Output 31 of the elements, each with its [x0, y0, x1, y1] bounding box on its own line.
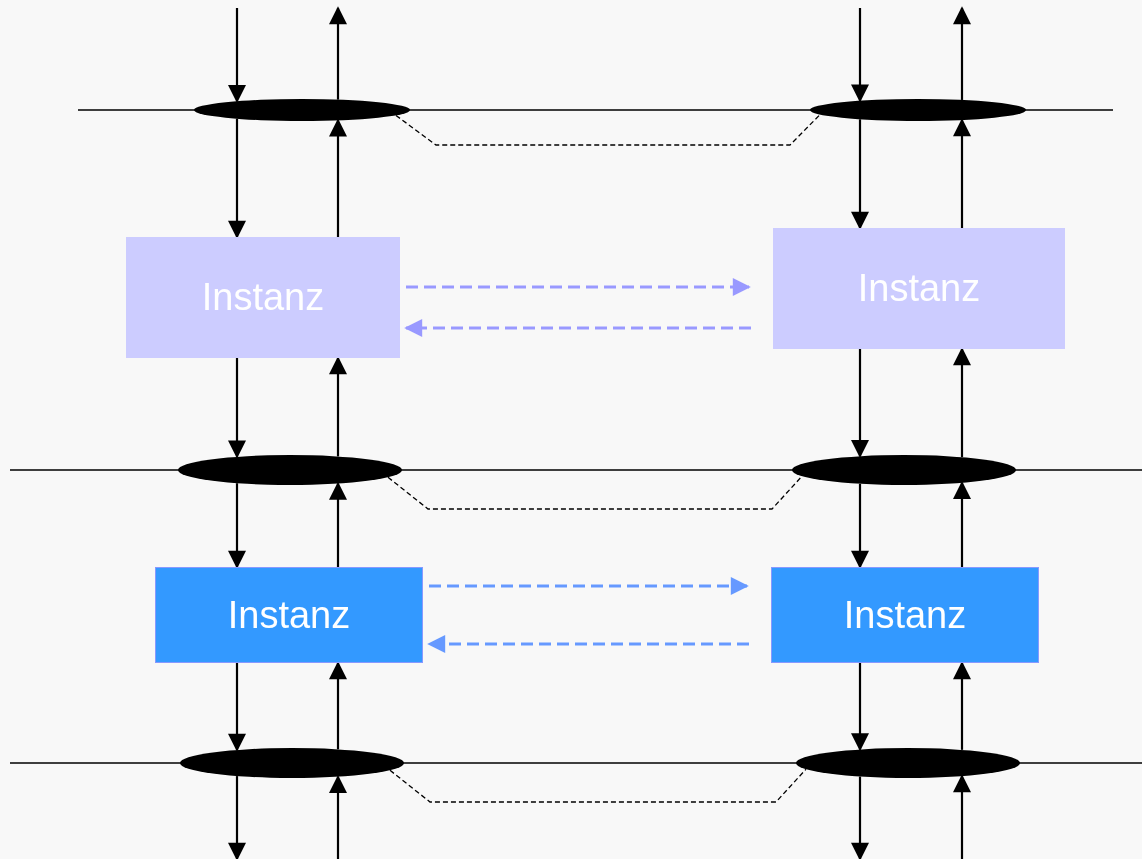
- instance-box: [771, 567, 1039, 663]
- arrow: [851, 349, 869, 458]
- instance-box: [126, 237, 400, 358]
- arrow: [228, 118, 246, 239]
- arrow: [851, 483, 869, 569]
- box-label: Instanz: [227, 593, 351, 637]
- arrow: [329, 356, 347, 457]
- arrow: [329, 661, 347, 750]
- arrow: [953, 347, 971, 458]
- arrow: [851, 776, 869, 859]
- arrow: [228, 663, 246, 752]
- box-label: Instanz: [843, 593, 967, 637]
- arrow: [851, 119, 869, 230]
- arrow: [429, 577, 749, 595]
- arrow: [329, 6, 347, 100]
- arrow: [228, 776, 246, 859]
- connector-line: [389, 768, 807, 803]
- connector-line: [387, 475, 803, 510]
- arrow: [228, 8, 246, 103]
- arrow: [953, 118, 971, 228]
- arrow: [404, 319, 751, 337]
- arrow: [228, 483, 246, 569]
- arrow: [953, 6, 971, 100]
- instance-box: [773, 228, 1065, 349]
- arrow: [953, 481, 971, 567]
- arrow: [427, 635, 749, 653]
- instance-box: [155, 567, 423, 663]
- arrow: [953, 661, 971, 750]
- arrow: [329, 118, 347, 237]
- arrow: [406, 278, 751, 296]
- connector-line: [395, 113, 821, 146]
